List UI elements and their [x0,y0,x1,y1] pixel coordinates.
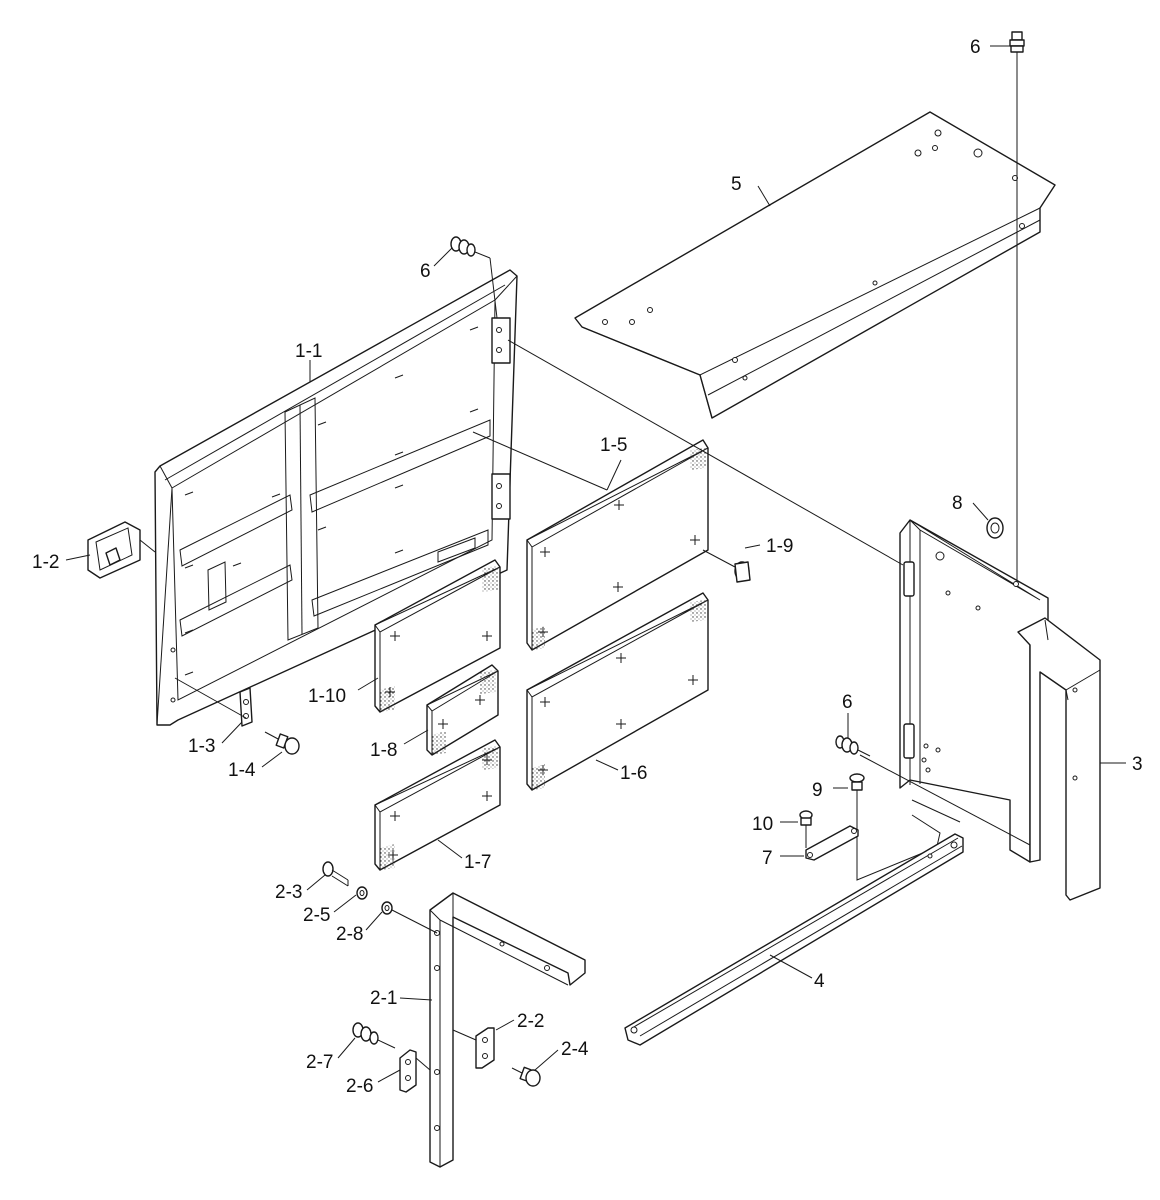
label-2-1: 2-1 [370,988,397,1009]
part-2-4-screw [511,1066,541,1087]
label-1-10: 1-10 [308,686,346,707]
part-2-8-washer [381,901,438,934]
part-6-screw-door [450,236,498,319]
label-2-2: 2-2 [517,1011,544,1032]
part-4-rail [624,833,964,1046]
part-1-2-latch [87,521,156,579]
label-1-3: 1-3 [188,736,215,757]
label-9: 9 [812,780,823,801]
label-1-1: 1-1 [295,341,322,362]
label-2-5: 2-5 [303,905,330,926]
part-1-4-screw [264,731,300,755]
label-10: 10 [752,814,773,835]
label-8: 8 [952,493,963,514]
part-1-9-bumper [702,549,751,583]
label-6-door: 6 [420,261,431,282]
label-5: 5 [731,174,742,195]
part-1-6-panel [526,592,709,791]
label-2-3: 2-3 [275,882,302,903]
part-6-screw-top [1009,31,1025,585]
part-2-2-clip [452,1027,495,1069]
part-2-3-bolt [322,861,349,887]
label-1-9: 1-9 [766,536,793,557]
part-1-5-panel [526,439,709,651]
label-1-4: 1-4 [228,760,256,781]
part-7-link [805,825,859,861]
part-1-8-panel [426,664,499,756]
leader-lines [65,45,1126,1083]
part-1-1-door-frame [154,269,518,726]
part-1-10-panel [374,559,501,713]
part-3-side-panel [899,519,1101,901]
label-2-6: 2-6 [346,1076,373,1097]
label-1-2: 1-2 [32,552,59,573]
label-6-side: 6 [842,692,853,713]
label-3: 3 [1132,754,1143,775]
part-1-3-clip [174,677,253,727]
label-1-6: 1-6 [620,763,647,784]
callout-labels: 6 5 6 1-1 1-2 1-5 1-9 8 1-10 1-8 1-3 1-4… [32,37,1143,1097]
label-1-7: 1-7 [464,852,491,873]
label-1-8: 1-8 [370,740,397,761]
part-6-screw-side [835,735,871,757]
part-1-7-panel [374,739,501,871]
label-4: 4 [814,971,825,992]
part-2-7-screw [352,1022,396,1049]
part-10-screw [799,810,813,848]
part-2-6-clip [399,1049,431,1093]
label-1-5: 1-5 [600,435,627,456]
label-2-8: 2-8 [336,924,363,945]
part-2-5-washer [356,886,368,900]
part-2-1-bracket [429,892,586,1168]
label-6-top: 6 [970,37,981,58]
label-2-4: 2-4 [561,1039,589,1060]
part-8-grommet [986,517,1004,539]
part-5-top-plate [574,111,1056,419]
label-2-7: 2-7 [306,1052,333,1073]
label-7: 7 [762,848,773,869]
